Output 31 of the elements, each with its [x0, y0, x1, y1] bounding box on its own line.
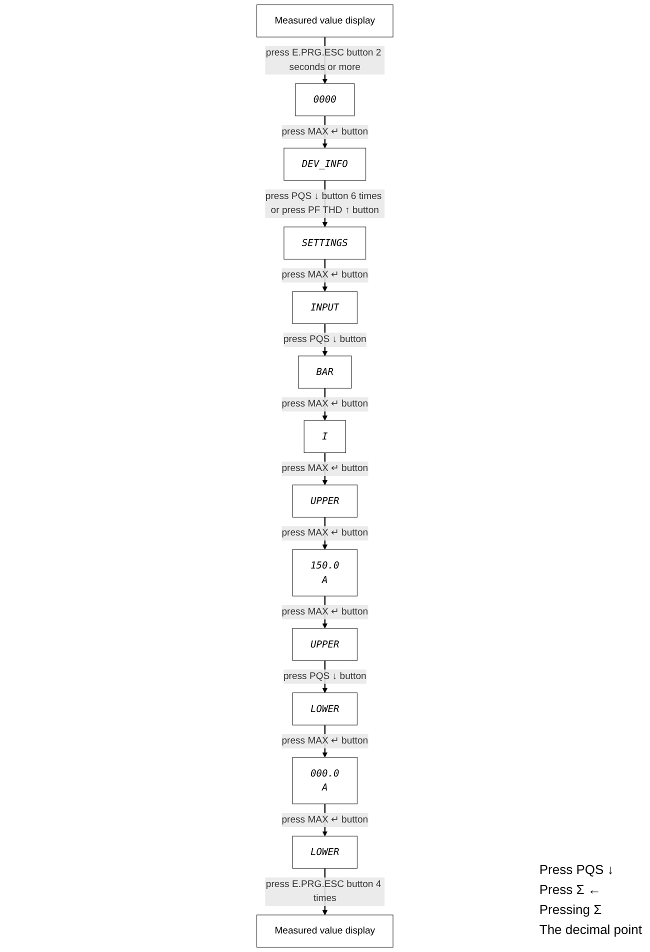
edge-label: press MAX ↵ button — [282, 814, 368, 825]
edge-label: press MAX ↵ button — [282, 528, 368, 538]
edge-label: press MAX ↵ button — [282, 398, 368, 410]
edge-label: press PQS ↓ button — [284, 671, 366, 682]
node-box: UPPER — [292, 628, 358, 661]
edge-label: press PQS ↓ button — [284, 334, 366, 345]
note-text: Press Σ ← — [539, 881, 602, 899]
node-box: 150.0 A — [292, 549, 358, 596]
node-box: LOWER — [292, 692, 358, 726]
edge-label: press MAX ↵ button — [282, 463, 368, 474]
node-box: I — [304, 420, 346, 453]
node-box: Measured value display — [256, 914, 394, 948]
edge-label: press E.PRG.ESC button 2 seconds or more — [266, 48, 382, 72]
edge-label: press E.PRG.ESC button 4 times — [266, 879, 382, 904]
edge-label: press MAX ↵ button — [282, 606, 368, 617]
note-text: The decimal point — [539, 921, 642, 939]
note-text: Press PQS ↓ — [539, 861, 615, 879]
note-text: Pressing Σ — [539, 901, 603, 919]
node-box: 0000 — [295, 83, 355, 116]
node-box: LOWER — [292, 836, 358, 869]
node-box: DEV_INFO — [284, 148, 366, 181]
node-box: INPUT — [292, 291, 358, 324]
edge-label: press MAX ↵ button — [282, 736, 368, 746]
node-box: BAR — [298, 356, 352, 388]
edge-label: press MAX ↵ button — [282, 126, 368, 137]
node-box: SETTINGS — [284, 226, 366, 260]
node-box: 000.0 A — [292, 757, 358, 804]
node-box: Measured value display — [256, 4, 394, 38]
edge-label: press PQS ↓ button 6 times or press PF THD ↑ button — [266, 191, 382, 216]
node-box: UPPER — [292, 484, 358, 518]
edge-label: press MAX ↵ button — [282, 270, 368, 280]
